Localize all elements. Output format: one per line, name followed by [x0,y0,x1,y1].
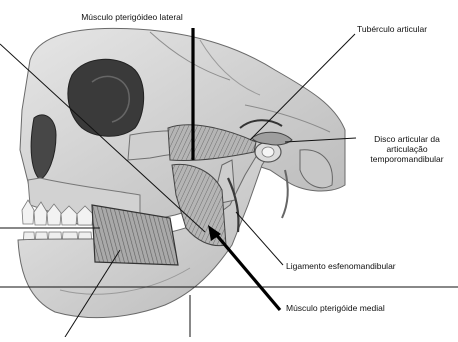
label-articular-tubercle: Tubérculo articular [357,25,427,35]
orbit [68,59,144,136]
label-articular-disc: Disco articular da articulação temporoma… [362,135,452,164]
label-sphenomandibular-ligament: Ligamento esfenomandibular [286,262,396,272]
label-lateral-pterygoid: Músculo pterigóideo lateral [72,13,192,23]
label-articular-disc-line3: temporomandibular [362,155,452,165]
label-medial-pterygoid: Músculo pterigóide medial [286,304,385,314]
